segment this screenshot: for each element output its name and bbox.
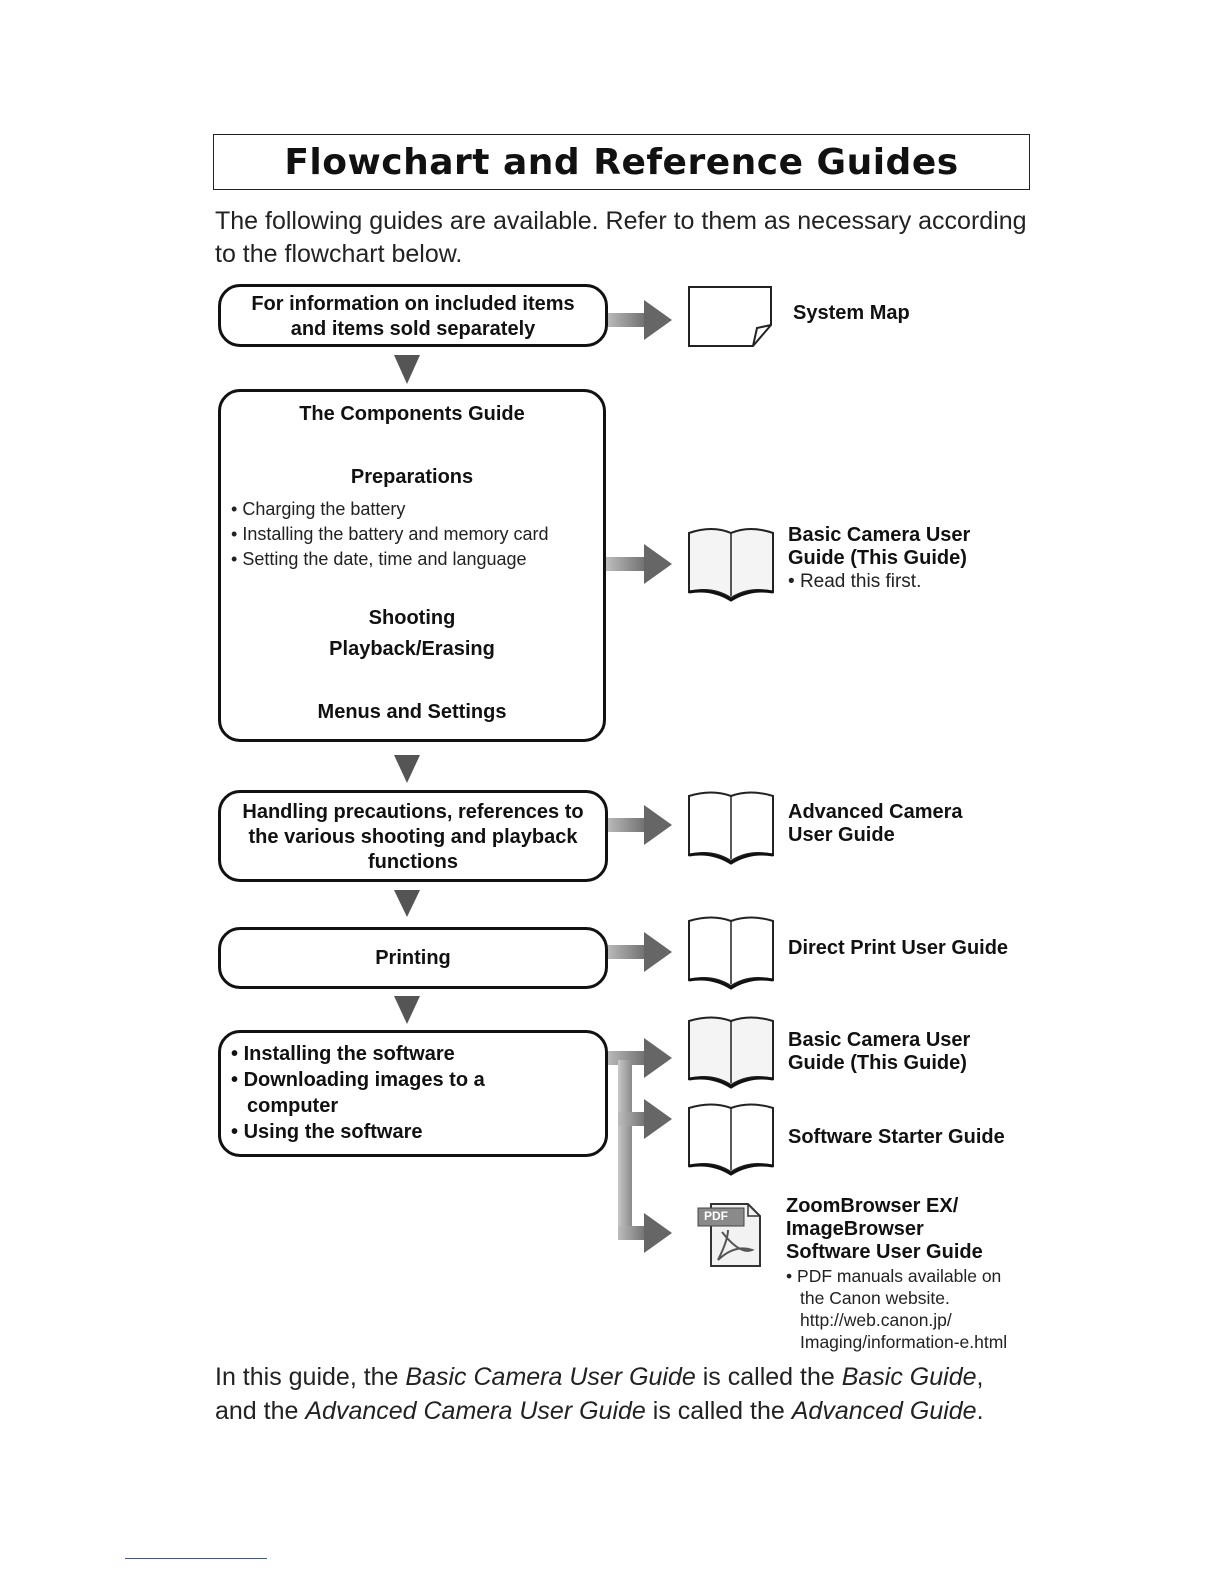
right-arrow-basic-guide [606, 544, 672, 584]
flow-box-software: • Installing the software • Downloading … [218, 1030, 608, 1157]
flow-box-handling-line1: Handling precautions, references to [242, 801, 584, 823]
document-icon [688, 286, 772, 347]
flow-box-handling-line2: the various shooting and playback [248, 826, 578, 848]
guide-basic-note: • Read this first. [788, 571, 922, 592]
list-item: • Using the software [231, 1121, 423, 1143]
down-arrow-2 [394, 755, 420, 783]
software-branch-connector [606, 1038, 672, 1253]
intro-text: The following guides are available. Refe… [215, 207, 1027, 268]
list-item: • Installing the software [231, 1043, 455, 1065]
flow-box-included-items: For information on included items and it… [218, 284, 608, 347]
divider [125, 1558, 267, 1559]
playback-heading: Playback/Erasing [329, 638, 495, 660]
components-guide-title: The Components Guide [299, 403, 525, 425]
shooting-heading: Shooting [368, 607, 456, 629]
zoombrowser-note: • PDF manuals available on the Canon web… [786, 1265, 1036, 1353]
right-arrow-direct-print [606, 932, 672, 972]
page-title: Flowchart and Reference Guides [284, 141, 959, 183]
preparations-list: • Charging the battery • Installing the … [231, 497, 601, 572]
book-icon-basic-2 [688, 1016, 774, 1089]
list-item-continuation: computer [247, 1095, 339, 1117]
flow-box-included-items-line1: For information on included items [251, 293, 575, 315]
list-item: • Installing the battery and memory card [231, 524, 549, 544]
footer-note: In this guide, the Basic Camera User Gui… [215, 1363, 984, 1425]
flow-box-included-items-line2: and items sold separately [290, 318, 536, 340]
guide-basic-camera-1: Basic Camera User Guide (This Guide) • R… [788, 524, 1018, 593]
guide-direct-print: Direct Print User Guide [788, 937, 1009, 959]
guide-advanced-camera: Advanced Camera User Guide [788, 801, 963, 846]
book-icon-basic-1 [688, 528, 774, 602]
pdf-icon [697, 1203, 761, 1267]
guide-system-map: System Map [793, 302, 910, 324]
down-arrow-4 [394, 996, 420, 1024]
right-arrow-advanced-guide [606, 805, 672, 845]
menus-heading: Menus and Settings [317, 701, 507, 723]
flow-box-printing: Printing [218, 927, 608, 989]
guide-zoombrowser: ZoomBrowser EX/ ImageBrowser Software Us… [786, 1195, 1036, 1353]
canon-url: http://web.canon.jp/ [800, 1310, 952, 1330]
printing-label: Printing [375, 947, 451, 969]
flow-box-components-guide: The Components Guide Preparations • Char… [218, 389, 606, 742]
book-icon-software-starter [688, 1103, 774, 1176]
list-item: • Downloading images to a [231, 1069, 485, 1091]
down-arrow-3 [394, 890, 420, 917]
page-title-box: Flowchart and Reference Guides [213, 134, 1030, 190]
book-icon-direct-print [688, 916, 774, 990]
down-arrow-1 [394, 355, 420, 384]
guide-software-starter: Software Starter Guide [788, 1126, 1005, 1148]
guide-basic-camera-2: Basic Camera User Guide (This Guide) [788, 1029, 971, 1074]
flow-box-handling: Handling precautions, references to the … [218, 790, 608, 882]
right-arrow-system-map [606, 300, 672, 340]
list-item: • Charging the battery [231, 499, 406, 519]
book-icon-advanced [688, 791, 774, 865]
pdf-icon-label: PDF [704, 1209, 728, 1223]
flow-box-handling-line3: functions [368, 851, 458, 873]
list-item: • Setting the date, time and language [231, 549, 527, 569]
preparations-heading: Preparations [350, 466, 474, 488]
